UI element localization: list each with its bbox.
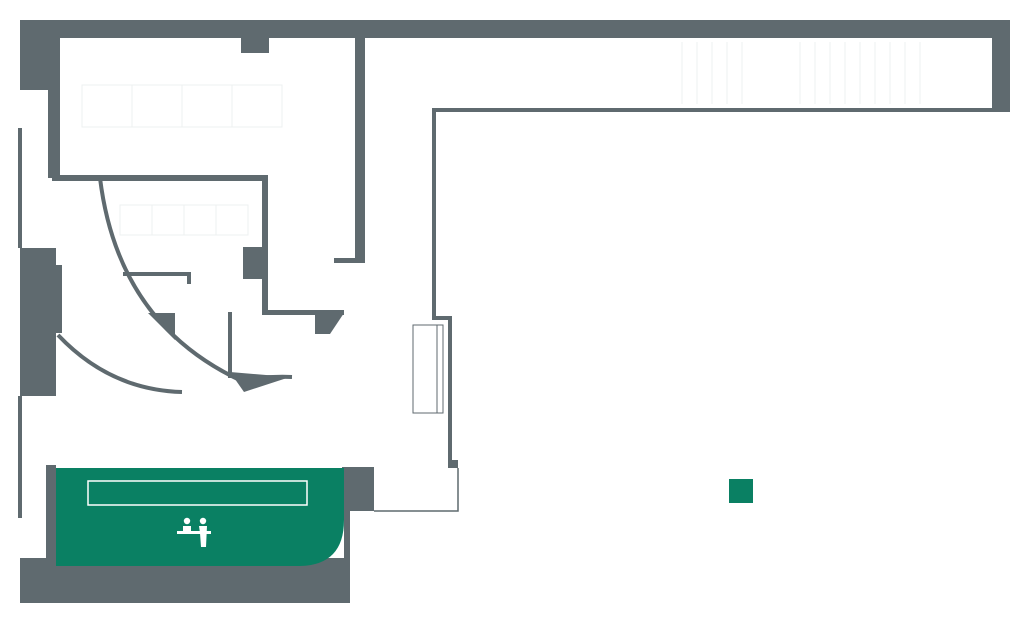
wall-right-room-top — [432, 316, 452, 320]
desk-surface — [177, 531, 211, 534]
faint-furniture — [81, 84, 283, 236]
people-at-desk-icon — [177, 517, 211, 547]
door-wedge — [230, 372, 290, 392]
wall-partition-bottom — [262, 310, 344, 315]
wall-top — [20, 20, 1010, 38]
wall-column-mid — [243, 247, 268, 279]
wall-left-thin-upper — [18, 128, 22, 248]
stairs — [681, 42, 921, 104]
wall-bottom-right-column — [342, 467, 374, 511]
reception-area — [56, 468, 344, 566]
doors — [56, 177, 293, 394]
reception-counter — [87, 480, 308, 506]
wall-inner-vertical — [228, 312, 232, 378]
wall-bottom-left-column — [46, 465, 56, 560]
wall-left-thin-lower — [18, 396, 22, 518]
person-head — [183, 517, 191, 525]
wall-inner-short — [123, 272, 191, 276]
threshold — [374, 468, 459, 512]
wall-partition-side — [262, 175, 268, 315]
wall-right-end — [992, 20, 1010, 110]
wall-inner-stub — [187, 272, 191, 284]
wall-bottom-right-edge — [344, 505, 350, 561]
wall-left-column-upper — [48, 38, 60, 178]
wall-inner-wedge — [148, 313, 175, 340]
threshold-line — [374, 468, 459, 512]
person-head — [199, 517, 207, 525]
wall-left-lower — [20, 248, 56, 396]
wall-corridor-bottom — [432, 108, 1010, 112]
bench-outer — [412, 324, 444, 414]
wall-corner-wedge — [315, 313, 344, 334]
wall-corridor-left — [432, 108, 436, 320]
door-arc-left — [56, 333, 183, 394]
wall-right-room-left — [448, 316, 452, 464]
bench — [412, 324, 444, 414]
wall-stub-top — [241, 38, 269, 53]
wall-partition-horizontal — [52, 175, 268, 181]
wall-right-room-foot — [448, 460, 458, 468]
door-arc-large — [98, 177, 245, 384]
wall-partition-foot — [334, 258, 364, 263]
wall-left-lower-inset — [52, 265, 62, 333]
wall-partition-vertical — [355, 38, 365, 263]
location-marker[interactable] — [729, 479, 753, 503]
